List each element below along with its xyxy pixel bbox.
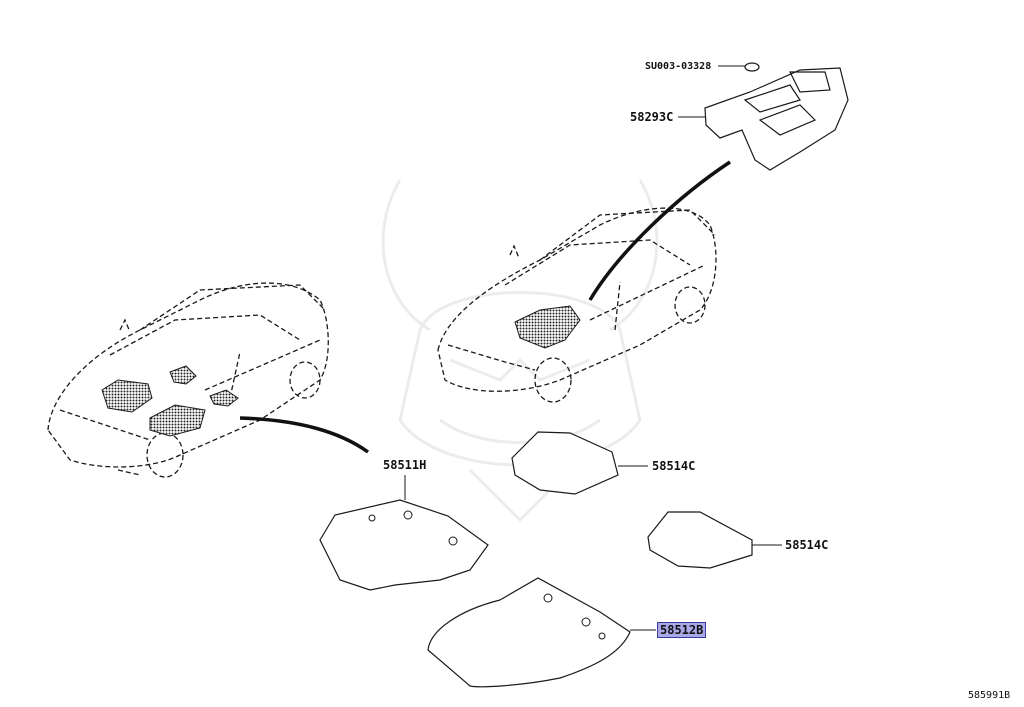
part-label-58514c-lower[interactable]: 58514C — [785, 538, 829, 552]
right-car-illustration — [437, 207, 717, 403]
label-leader-lines — [404, 65, 782, 631]
clip-su003-03328-drawing — [744, 62, 760, 72]
part-label-58511h[interactable]: 58511H — [383, 458, 427, 472]
part-label-58514c-upper[interactable]: 58514C — [652, 459, 696, 473]
part-label-58293c[interactable]: 58293C — [630, 110, 674, 124]
part-label-su003-03328[interactable]: SU003-03328 — [645, 61, 712, 72]
mat-58514c-lower-drawing — [647, 511, 753, 569]
part-58293c-drawing — [704, 67, 849, 171]
mat-58511h-drawing — [319, 499, 489, 591]
right-car-highlight-insulator — [514, 305, 581, 349]
diagram-code: 585991B — [968, 690, 1011, 701]
mat-58514c-upper-drawing — [511, 431, 619, 495]
leader-arrow-left — [239, 416, 370, 454]
left-car-illustration — [47, 282, 329, 478]
part-label-58512b-highlighted[interactable]: 58512B — [657, 622, 707, 638]
left-car-mats — [101, 365, 239, 437]
mat-58512b-drawing — [427, 577, 631, 688]
leader-arrow-right — [588, 160, 731, 301]
